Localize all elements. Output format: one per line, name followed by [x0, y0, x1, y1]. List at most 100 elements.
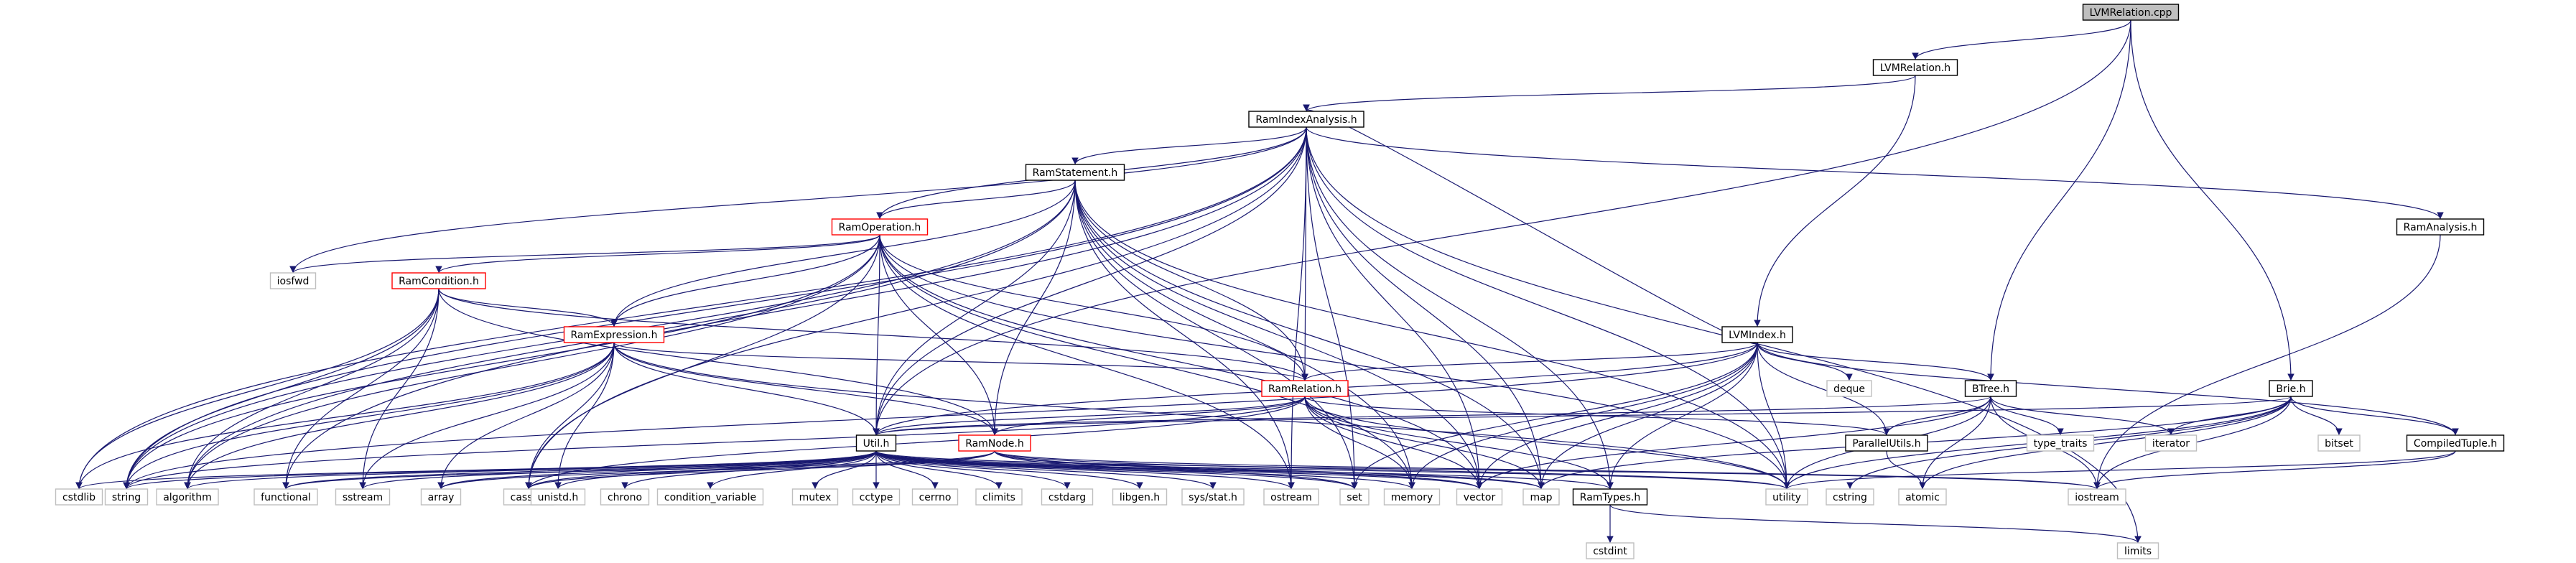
edge-ramcondition-h-to-algorithm	[184, 288, 440, 490]
node-parallelutils-h[interactable]: ParallelUtils.h	[1845, 434, 1928, 452]
edge-ramtypes-h-to-limits	[1609, 504, 2142, 544]
node-sys-stat-h: sys/stat.h	[1181, 488, 1245, 506]
node-iterator: iterator	[2144, 434, 2198, 452]
node-ramindexanalysis-h[interactable]: RamIndexAnalysis.h	[1248, 111, 1364, 128]
node-label: set	[1347, 492, 1362, 503]
node-label: cstdint	[1593, 546, 1627, 557]
edge-brie-h-to-atomic	[1919, 396, 2292, 490]
node-label: unistd.h	[538, 492, 579, 503]
node-limits: limits	[2116, 542, 2159, 559]
node-box	[2144, 434, 2198, 452]
edge-lvmindex-h-to-btree-h	[1757, 342, 1994, 381]
node-box	[1586, 542, 1635, 559]
node-label: LVMRelation.cpp	[2090, 7, 2172, 19]
node-box	[563, 326, 665, 343]
node-cstdlib: cstdlib	[55, 488, 103, 506]
edge-util-h-to-sstream	[359, 450, 877, 490]
edge-ramcondition-h-to-cstdlib	[75, 288, 440, 490]
node-compiledtuple-h[interactable]: CompiledTuple.h	[2406, 434, 2505, 452]
node-label: RamNode.h	[965, 438, 1024, 450]
node-box	[831, 218, 929, 236]
node-label: RamAnalysis.h	[2404, 222, 2478, 233]
edge-btree-h-to-type-traits	[1990, 396, 2064, 436]
edge-ramcondition-h-to-string	[123, 288, 440, 490]
edge-ramanalysis-h-to-iostream	[2093, 234, 2441, 490]
node-ramnode-h[interactable]: RamNode.h	[958, 434, 1031, 452]
node-box	[2082, 4, 2180, 21]
edge-ramexpression-h-to-sstream	[359, 342, 615, 490]
node-ramcondition-h[interactable]: RamCondition.h	[391, 272, 486, 289]
edge-compiledtuple-h-to-iostream	[2093, 450, 2456, 490]
node-box	[656, 488, 764, 506]
node-box	[2406, 434, 2505, 452]
node-ostream: ostream	[1263, 488, 1319, 506]
node-label: iterator	[2152, 438, 2190, 450]
edge-btree-h-to-atomic	[1919, 396, 1991, 490]
edge-ramstatement-h-to-ramnode-h	[991, 180, 1076, 436]
node-label: RamTypes.h	[1580, 492, 1640, 503]
node-unistd-h: unistd.h	[530, 488, 586, 506]
edge-ramexpression-h-to-array	[437, 342, 615, 490]
node-label: functional	[261, 492, 311, 503]
node-util-h[interactable]: Util.h	[855, 434, 897, 452]
edge-util-h-to-condition-variable	[707, 450, 877, 490]
node-label: type_traits	[2034, 438, 2088, 450]
node-box	[958, 434, 1031, 452]
node-box	[1826, 380, 1872, 397]
node-ramoperation-h[interactable]: RamOperation.h	[831, 218, 929, 236]
edge-ramoperation-h-to-memory	[879, 234, 1415, 490]
edge-ramrelation-h-to-string	[123, 396, 1306, 490]
edge-lvmindex-h-to-parallelutils-h	[1757, 342, 1890, 436]
node-chrono: chrono	[600, 488, 650, 506]
edge-lvmrelation-cpp-to-brie-h	[2130, 19, 2294, 381]
node-label: bitset	[2325, 438, 2353, 450]
node-label: cerrno	[919, 492, 952, 503]
node-label: map	[1530, 492, 1552, 503]
edge-ramstatement-h-to-memory	[1074, 180, 1415, 490]
edge-ramstatement-h-to-ramexpression-h	[610, 180, 1076, 327]
edge-parallelutils-h-to-atomic	[1886, 450, 1926, 490]
edge-ramindexanalysis-h-to-ramtypes-h	[1306, 126, 1614, 490]
edge-lvmindex-h-to-deque	[1757, 342, 1853, 381]
edge-brie-h-to-util-h	[873, 396, 2292, 436]
node-label: LVMRelation.h	[1880, 62, 1950, 74]
node-lvmindex-h[interactable]: LVMIndex.h	[1721, 326, 1793, 343]
edge-ramindexanalysis-h-to-string	[123, 126, 1307, 490]
node-label: LVMIndex.h	[1729, 330, 1786, 341]
node-ramrelation-h[interactable]: RamRelation.h	[1261, 380, 1349, 397]
node-lvmrelation-cpp[interactable]: LVMRelation.cpp	[2082, 4, 2180, 21]
node-label: atomic	[1905, 492, 1940, 503]
edge-ramstatement-h-to-map	[1074, 180, 1545, 490]
node-lvmrelation-h[interactable]: LVMRelation.h	[1872, 59, 1958, 76]
edge-util-h-to-ostream	[875, 450, 1295, 490]
node-btree-h[interactable]: BTree.h	[1964, 380, 2017, 397]
node-ramexpression-h[interactable]: RamExpression.h	[563, 326, 665, 343]
edge-ramindexanalysis-h-to-utility	[1306, 126, 1790, 490]
edge-util-h-to-mutex	[812, 450, 877, 490]
node-label: RamOperation.h	[839, 222, 921, 233]
node-label: array	[428, 492, 455, 503]
node-label: cstdarg	[1048, 492, 1086, 503]
node-label: string	[112, 492, 141, 503]
edge-brie-h-to-iterator	[2167, 396, 2292, 436]
node-ramanalysis-h[interactable]: RamAnalysis.h	[2396, 218, 2485, 236]
edge-ramexpression-h-to-ramrelation-h	[613, 342, 1308, 381]
node-functional: functional	[254, 488, 318, 506]
node-box	[1826, 488, 1874, 506]
node-ramstatement-h[interactable]: RamStatement.h	[1025, 164, 1125, 181]
edge-ramoperation-h-to-algorithm	[184, 234, 880, 490]
node-label: vector	[1464, 492, 1496, 503]
node-brie-h[interactable]: Brie.h	[2269, 380, 2313, 397]
node-iostream: iostream	[2068, 488, 2126, 506]
node-box	[1263, 488, 1319, 506]
node-box	[1898, 488, 1947, 506]
node-label: condition_variable	[664, 492, 756, 503]
node-ramtypes-h[interactable]: RamTypes.h	[1572, 488, 1648, 506]
node-map: map	[1522, 488, 1560, 506]
node-box	[1181, 488, 1245, 506]
edge-ramcondition-h-to-ramexpression-h	[438, 288, 618, 327]
node-array: array	[420, 488, 462, 506]
edge-util-h-to-sys-stat-h	[875, 450, 1217, 490]
edge-util-h-to-map	[875, 450, 1545, 490]
node-label: sys/stat.h	[1189, 492, 1237, 503]
